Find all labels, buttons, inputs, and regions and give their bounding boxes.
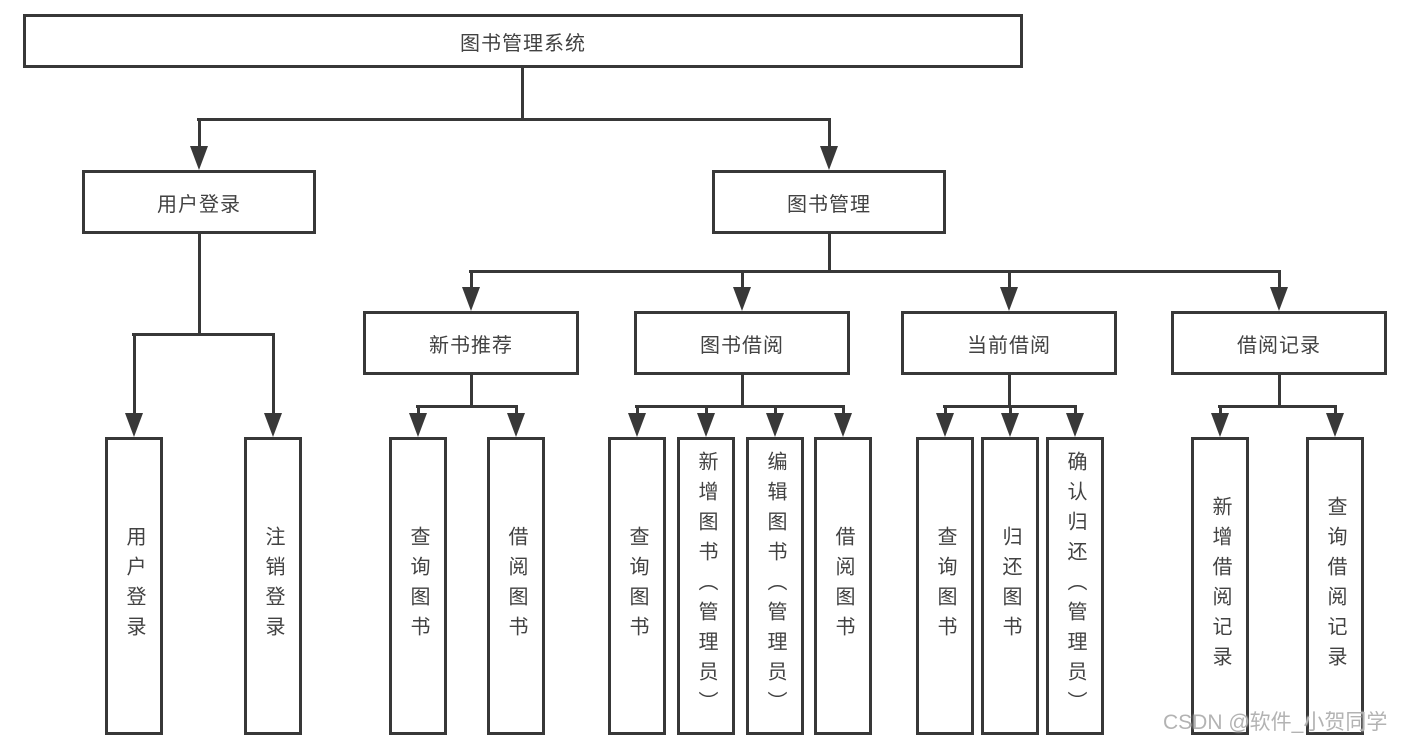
arrow-down-icon — [628, 413, 646, 437]
arrow-down-icon — [1001, 413, 1019, 437]
leaf-cb-query-book: 查询图书 — [916, 437, 974, 735]
arrow-down-icon — [409, 413, 427, 437]
leaf-user-login-label: 用户登录 — [123, 526, 145, 646]
leaf-nb-borrow-book: 借阅图书 — [487, 437, 545, 735]
node-root-label: 图书管理系统 — [460, 32, 586, 55]
leaf-bb-add-book-label: 新增图书（管理员） — [695, 451, 717, 721]
node-borrow-record-label: 借阅记录 — [1237, 334, 1321, 357]
connector-stem — [636, 405, 639, 418]
connector-stem — [417, 405, 420, 418]
leaf-nb-borrow-book-label: 借阅图书 — [505, 526, 527, 646]
arrow-down-icon — [766, 413, 784, 437]
leaf-logout: 注销登录 — [244, 437, 302, 735]
node-book-management: 图书管理 — [712, 170, 946, 234]
arrow-down-icon — [733, 287, 751, 311]
connector-stem — [198, 118, 201, 150]
leaf-nb-query-book-label: 查询图书 — [407, 526, 429, 646]
connector-stem — [1219, 405, 1222, 418]
leaf-cb-return-book-label: 归还图书 — [999, 526, 1021, 646]
leaf-nb-query-book: 查询图书 — [389, 437, 447, 735]
connector-stem — [1009, 405, 1012, 418]
leaf-br-query-record-label: 查询借阅记录 — [1324, 496, 1346, 676]
node-user-login: 用户登录 — [82, 170, 316, 234]
arrow-down-icon — [264, 413, 282, 437]
node-book-borrow-label: 图书借阅 — [700, 334, 784, 357]
arrow-down-icon — [936, 413, 954, 437]
connector-stem — [1008, 270, 1011, 292]
leaf-cb-confirm-return-label: 确认归还（管理员） — [1064, 451, 1086, 721]
connector-hline — [1218, 405, 1337, 408]
arrow-down-icon — [820, 146, 838, 170]
arrow-down-icon — [834, 413, 852, 437]
leaf-bb-edit-book-label: 编辑图书（管理员） — [764, 451, 786, 721]
connector-hline — [635, 405, 845, 408]
connector-stem — [828, 118, 831, 150]
connector-hline — [416, 405, 518, 408]
arrow-down-icon — [125, 413, 143, 437]
connector-vline — [521, 66, 524, 120]
node-user-login-label: 用户登录 — [157, 193, 241, 216]
watermark: CSDN @软件_小贺同学 — [1163, 711, 1388, 734]
leaf-br-query-record: 查询借阅记录 — [1306, 437, 1364, 735]
connector-stem — [1074, 405, 1077, 418]
leaf-cb-query-book-label: 查询图书 — [934, 526, 956, 646]
leaf-bb-query-book: 查询图书 — [608, 437, 666, 735]
node-new-book-recommend-label: 新书推荐 — [429, 334, 513, 357]
node-book-management-label: 图书管理 — [787, 193, 871, 216]
arrow-down-icon — [1270, 287, 1288, 311]
node-new-book-recommend: 新书推荐 — [363, 311, 579, 375]
connector-stem — [944, 405, 947, 418]
node-borrow-record: 借阅记录 — [1171, 311, 1387, 375]
node-current-borrow: 当前借阅 — [901, 311, 1117, 375]
leaf-bb-borrow-book: 借阅图书 — [814, 437, 872, 735]
connector-vline — [198, 232, 201, 335]
connector-vline — [828, 232, 831, 272]
leaf-br-add-record-label: 新增借阅记录 — [1209, 496, 1231, 676]
connector-stem — [842, 405, 845, 418]
arrow-down-icon — [190, 146, 208, 170]
connector-stem — [272, 333, 275, 418]
leaf-bb-edit-book: 编辑图书（管理员） — [746, 437, 804, 735]
leaf-br-add-record: 新增借阅记录 — [1191, 437, 1249, 735]
connector-vline — [470, 373, 473, 407]
connector-stem — [705, 405, 708, 418]
arrow-down-icon — [1211, 413, 1229, 437]
leaf-cb-return-book: 归还图书 — [981, 437, 1039, 735]
node-current-borrow-label: 当前借阅 — [967, 334, 1051, 357]
connector-vline — [1008, 373, 1011, 407]
leaf-bb-add-book: 新增图书（管理员） — [677, 437, 735, 735]
node-root: 图书管理系统 — [23, 14, 1023, 68]
leaf-logout-label: 注销登录 — [262, 526, 284, 646]
arrow-down-icon — [1066, 413, 1084, 437]
connector-hline — [197, 118, 830, 121]
connector-hline — [469, 270, 1281, 273]
connector-vline — [741, 373, 744, 407]
connector-hline — [132, 333, 274, 336]
arrow-down-icon — [507, 413, 525, 437]
connector-stem — [1334, 405, 1337, 418]
connector-vline — [1278, 373, 1281, 407]
leaf-bb-query-book-label: 查询图书 — [626, 526, 648, 646]
node-book-borrow: 图书借阅 — [634, 311, 850, 375]
leaf-bb-borrow-book-label: 借阅图书 — [832, 526, 854, 646]
connector-stem — [774, 405, 777, 418]
leaf-cb-confirm-return: 确认归还（管理员） — [1046, 437, 1104, 735]
connector-stem — [741, 270, 744, 292]
arrow-down-icon — [462, 287, 480, 311]
connector-stem — [133, 333, 136, 418]
arrow-down-icon — [1326, 413, 1344, 437]
connector-stem — [470, 270, 473, 292]
connector-stem — [515, 405, 518, 418]
leaf-user-login: 用户登录 — [105, 437, 163, 735]
connector-stem — [1278, 270, 1281, 292]
arrow-down-icon — [1000, 287, 1018, 311]
arrow-down-icon — [697, 413, 715, 437]
